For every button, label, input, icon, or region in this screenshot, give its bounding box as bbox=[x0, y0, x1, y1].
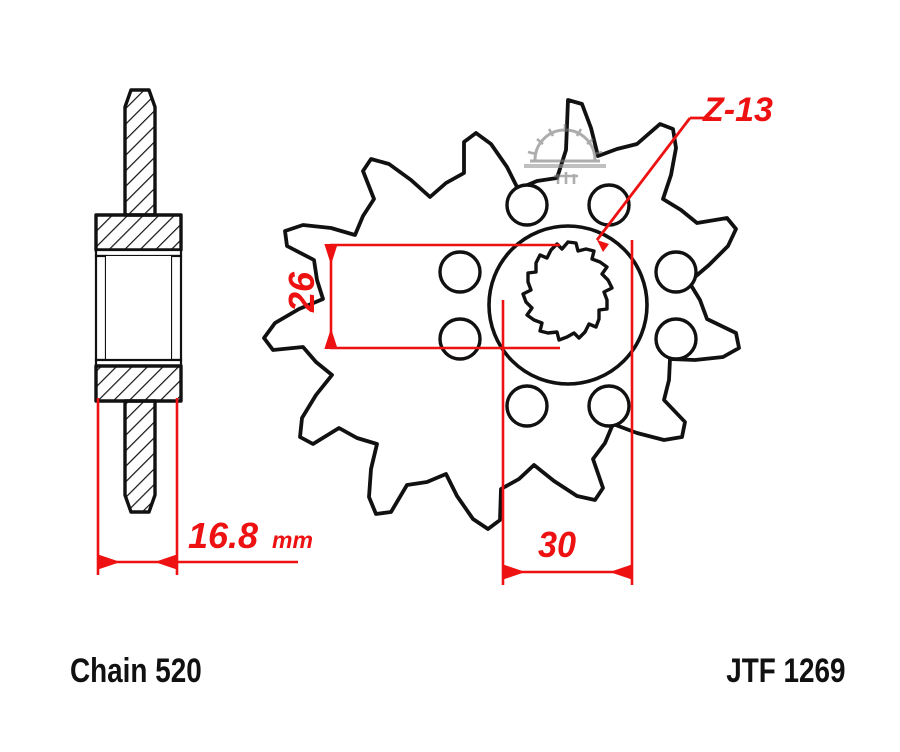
part-number-caption: JTF 1269 bbox=[726, 652, 846, 690]
section-lower-tooth bbox=[123, 399, 157, 514]
thickness-dimension-value: 16.8 bbox=[188, 515, 259, 556]
bolt-hole bbox=[438, 250, 482, 294]
leader-z13 bbox=[595, 116, 712, 252]
dimension-hub-width bbox=[501, 240, 634, 585]
sunrise-icon bbox=[524, 124, 606, 184]
bolt-hole bbox=[654, 317, 698, 361]
section-view bbox=[94, 88, 183, 514]
thickness-dimension-unit: mm bbox=[272, 527, 313, 553]
sprocket-plan-view bbox=[262, 98, 741, 531]
dimension-thickness bbox=[96, 398, 298, 575]
section-upper-flange bbox=[94, 213, 183, 252]
bolt-hole bbox=[587, 384, 631, 428]
bolt-hole bbox=[438, 317, 482, 361]
chain-size-caption: Chain 520 bbox=[70, 652, 202, 690]
section-lower-flange bbox=[94, 364, 183, 403]
section-hub-body bbox=[94, 248, 183, 368]
bolt-hole bbox=[505, 183, 549, 227]
hub-width-dimension-value: 30 bbox=[538, 524, 577, 565]
bolt-hole bbox=[654, 250, 698, 294]
bore-height-dimension-value: 26 bbox=[281, 271, 323, 313]
dimension-bore-height bbox=[324, 243, 560, 350]
bolt-hole-ring bbox=[438, 183, 698, 428]
section-upper-tooth bbox=[123, 88, 157, 217]
spline-bore bbox=[521, 240, 614, 342]
bolt-hole bbox=[505, 384, 549, 428]
spline-callout-label: Z-13 bbox=[703, 91, 773, 129]
